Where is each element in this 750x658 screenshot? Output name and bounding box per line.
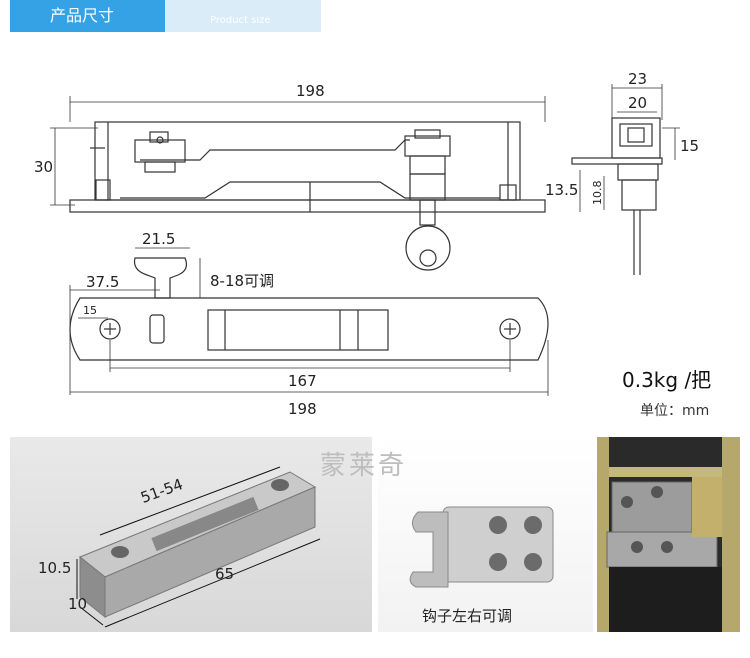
dim-edge: 15	[83, 304, 97, 317]
dim-hook-width: 21.5	[142, 230, 175, 248]
technical-drawing: 198 30 23 20 15 13.5 10.8 21.5 37.5 8-18…	[34, 70, 699, 418]
dim-top-height: 30	[34, 158, 53, 176]
dim-hole-spacing: 167	[288, 372, 317, 390]
weight-label: 0.3kg /把	[622, 368, 712, 392]
dim-side-23: 23	[628, 70, 647, 88]
hook-caption: 钩子左右可调	[422, 607, 513, 625]
strike-depth-label: 65	[215, 565, 235, 583]
dim-top-width: 198	[296, 82, 325, 100]
mechanism-illustration	[597, 437, 740, 632]
dim-side-15: 15	[680, 137, 699, 155]
strike-plate-photo: 51-54 65 10.5 10	[10, 437, 372, 632]
unit-label: 单位：mm	[640, 403, 710, 419]
dim-adjust-range: 8-18可调	[210, 272, 274, 290]
strike-width-label: 10	[68, 595, 88, 613]
dim-side-20: 20	[628, 94, 647, 112]
strike-height-label: 10.5	[38, 559, 72, 577]
brand-watermark: 蒙莱奇	[320, 451, 408, 481]
dim-total-length: 198	[288, 400, 317, 418]
hook-illustration	[409, 506, 554, 588]
dim-side-10-8: 10.8	[591, 181, 604, 206]
dim-side-13-5: 13.5	[545, 181, 578, 199]
product-size-tab: 产品尺寸	[10, 0, 165, 32]
strike-plate-illustration	[76, 466, 321, 628]
mechanism-photo	[597, 437, 740, 632]
product-size-subtitle: Product size	[165, 0, 321, 32]
dim-offset: 37.5	[86, 273, 119, 291]
hook-photo	[378, 437, 593, 632]
